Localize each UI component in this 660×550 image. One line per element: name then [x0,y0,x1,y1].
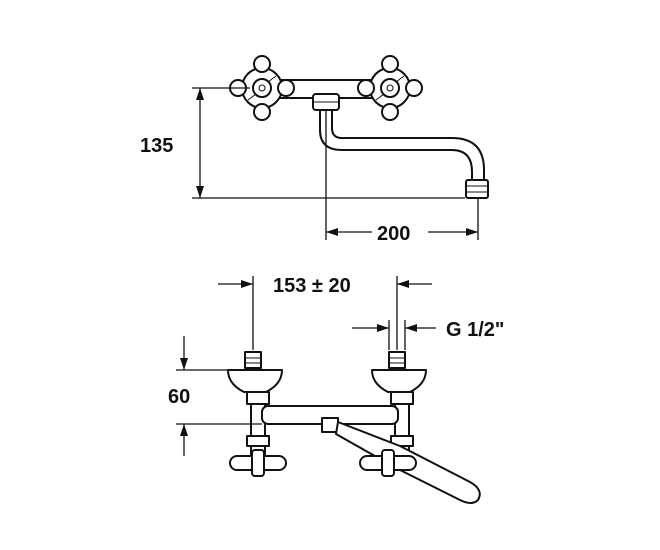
centre-distance-label: 153 ± 20 [273,275,351,297]
spout-nut [312,93,340,111]
front-view: 153 ± 20 G 1/2" 60 [168,275,504,504]
right-cross-handle [357,55,423,121]
depth-label: 60 [168,386,190,408]
front-mixer-body [261,405,399,433]
spout-length-dimension: 200 [325,110,479,245]
depth-dimension: 60 [168,336,262,456]
thread-dimension: G 1/2" [352,319,504,350]
right-front-handle [359,449,417,477]
spout-length-label: 200 [377,223,410,245]
height-label: 135 [140,135,173,157]
top-view: 135 200 [140,55,489,245]
centre-distance-dimension: 153 ± 20 [218,275,432,350]
left-front-handle [229,449,287,477]
s-spout [319,109,489,199]
height-dimension: 135 [140,87,465,199]
thread-label: G 1/2" [446,319,504,341]
